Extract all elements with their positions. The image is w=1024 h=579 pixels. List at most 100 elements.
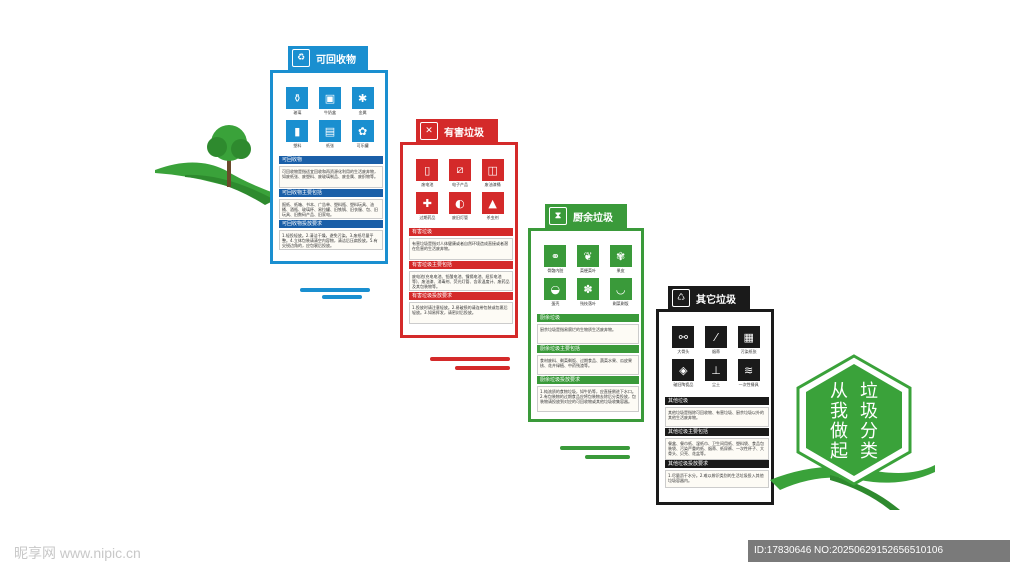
list-item: ▤纸张 bbox=[318, 120, 343, 149]
other-text-3: 1.尽量沥干水分。2.难以辨识类别的生活垃圾投入其他垃圾容器内。 bbox=[665, 470, 769, 488]
kitchen-section-1: 厨余垃圾 bbox=[537, 314, 639, 322]
list-item: ✿可乐罐 bbox=[350, 120, 375, 149]
watermark-left: 昵享网 www.nipic.cn bbox=[14, 545, 141, 561]
battery-icon: ▯ bbox=[416, 159, 439, 181]
medicine-icon: ✚ bbox=[416, 192, 439, 214]
slogan-char: 做 bbox=[830, 421, 848, 442]
decor-swirl bbox=[322, 295, 362, 299]
recyclable-section-3: 可回收物投放要求 bbox=[279, 220, 383, 228]
slogan-text: 从 垃 我 圾 做 分 起 类 bbox=[824, 382, 884, 462]
list-item: ◈破旧陶瓷品 bbox=[671, 359, 696, 388]
list-item: ⚱玻璃 bbox=[285, 87, 310, 116]
other-board: ⚯大骨头 ⁄烟蒂 ▦污染纸张 ◈破旧陶瓷品 ⊥尘土 ≋一次性餐具 其他垃圾 其他… bbox=[656, 309, 774, 505]
item-label: 可乐罐 bbox=[356, 143, 369, 148]
recyclable-section-2: 可回收物主要包括 bbox=[279, 189, 383, 197]
decor-swirl bbox=[560, 446, 630, 450]
list-item: ⁄烟蒂 bbox=[704, 326, 729, 355]
recyclable-text-3: 1.轻投轻放。2.清洁干燥，避免污染。3.废纸尽量平整。4.立体包装请清空内容物… bbox=[279, 230, 383, 250]
slogan-char: 圾 bbox=[860, 401, 878, 422]
list-item: ✚过期药品 bbox=[415, 192, 440, 221]
bone-icon: ⚯ bbox=[672, 326, 695, 348]
item-label: 电子产品 bbox=[451, 182, 468, 187]
hazardous-section-2: 有害垃圾主要包括 bbox=[409, 261, 513, 269]
item-label: 菜梗菜叶 bbox=[579, 268, 596, 273]
list-item: ▦污染纸张 bbox=[736, 326, 761, 355]
item-label: 尘土 bbox=[711, 382, 720, 387]
recyclable-section-1: 可回收物 bbox=[279, 156, 383, 164]
list-item: ⚭骨骼内脏 bbox=[543, 245, 568, 274]
slogan-char: 垃 bbox=[860, 381, 878, 402]
list-item: ⧄电子产品 bbox=[448, 159, 473, 188]
hazardous-section-1: 有害垃圾 bbox=[409, 228, 513, 236]
item-label: 废油漆桶 bbox=[484, 182, 501, 187]
item-label: 废旧灯管 bbox=[451, 215, 468, 220]
kitchen-tab[interactable]: ⧗ 厨余垃圾 bbox=[545, 204, 627, 228]
plastic-bottle-icon: ▮ bbox=[286, 120, 309, 142]
other-section-3: 其他垃圾投放要求 bbox=[665, 460, 769, 468]
tableware-icon: ≋ bbox=[737, 359, 760, 381]
list-item: ▣牛奶盒 bbox=[318, 87, 343, 116]
item-label: 纸张 bbox=[325, 143, 334, 148]
decor-swirl bbox=[430, 357, 510, 361]
other-title: 其它垃圾 bbox=[696, 294, 736, 306]
slogan-char: 类 bbox=[860, 441, 878, 462]
kitchen-text-2: 食材废料、剩菜剩饭、过期食品、蔬菜水果、瓜皮果核、花卉绿植、中药残渣等。 bbox=[537, 355, 639, 375]
electronics-icon: ⧄ bbox=[448, 159, 471, 181]
vegetable-icon: ❦ bbox=[576, 245, 599, 267]
recycle-icon: ♻ bbox=[292, 49, 310, 67]
hazardous-text-3: 1.投放时请注意轻放。2.易破损的请连带包装或包裹后轻放。3.如易挥发，请密封后… bbox=[409, 302, 513, 324]
hazard-icon: ✕ bbox=[420, 122, 438, 140]
hazardous-icon-grid: ▯废电池 ⧄电子产品 ◫废油漆桶 ✚过期药品 ◐废旧灯管 ▲杀虫剂 bbox=[415, 159, 505, 221]
kitchen-title: 厨余垃圾 bbox=[573, 212, 613, 224]
other-tab[interactable]: ♺ 其它垃圾 bbox=[668, 286, 750, 310]
list-item: ⊥尘土 bbox=[704, 359, 729, 388]
recyclable-text-2: 报纸、纸箱、书本、广告单、塑料瓶、塑料玩具、油桶、酒瓶、玻璃杯、易拉罐、旧铁锅、… bbox=[279, 199, 383, 219]
decor-swirl bbox=[585, 455, 630, 459]
slogan-char: 从 bbox=[830, 381, 848, 402]
hazardous-board: ▯废电池 ⧄电子产品 ◫废油漆桶 ✚过期药品 ◐废旧灯管 ▲杀虫剂 有害垃圾 有… bbox=[400, 142, 518, 338]
hourglass-icon: ⧗ bbox=[549, 207, 567, 225]
bone-icon: ⚭ bbox=[544, 245, 567, 267]
ceramic-icon: ◈ bbox=[672, 359, 695, 381]
decor-swirl bbox=[300, 288, 370, 292]
other-text-2: 餐盒、餐巾纸、湿纸巾、卫生间用纸、塑料袋、食品包装袋、污染严重的纸、烟蒂、纸尿裤… bbox=[665, 438, 769, 460]
item-label: 杀虫剂 bbox=[486, 215, 499, 220]
tissue-icon: ▦ bbox=[737, 326, 760, 348]
bowl-icon: ◡ bbox=[609, 278, 632, 300]
item-label: 玻璃 bbox=[293, 110, 302, 115]
kitchen-section-2: 厨余垃圾主要包括 bbox=[537, 345, 639, 353]
recyclable-text-1: 可回收物是指适宜回收和再资源化利用的生活废弃物，如废纸张、废塑料、废玻璃制品、废… bbox=[279, 166, 383, 188]
kitchen-section-3: 厨余垃圾投放要求 bbox=[537, 376, 639, 384]
list-item: ≋一次性餐具 bbox=[736, 359, 761, 388]
hazardous-tab[interactable]: ✕ 有害垃圾 bbox=[416, 119, 498, 143]
list-item: ◐废旧灯管 bbox=[448, 192, 473, 221]
recyclable-tab[interactable]: ♻ 可回收物 bbox=[288, 46, 368, 70]
plant-icon: ✽ bbox=[576, 278, 599, 300]
item-label: 污染纸张 bbox=[740, 349, 757, 354]
milk-carton-icon: ▣ bbox=[318, 87, 341, 109]
paper-icon: ▤ bbox=[318, 120, 341, 142]
slogan-char: 我 bbox=[830, 401, 848, 422]
trash-icon: ♺ bbox=[672, 289, 690, 307]
slogan-char: 分 bbox=[860, 421, 878, 442]
kitchen-text-3: 1.纯流质的食物垃圾，如牛奶等，应直接倒进下水口。2.有包装物的过期食品应将包装… bbox=[537, 386, 639, 412]
bottle-icon: ⚱ bbox=[286, 87, 309, 109]
list-item: ⚯大骨头 bbox=[671, 326, 696, 355]
recyclable-icon-grid: ⚱玻璃 ▣牛奶盒 ✱金属 ▮塑料 ▤纸张 ✿可乐罐 bbox=[285, 87, 375, 149]
tree-hill-illustration bbox=[155, 125, 280, 205]
eggshell-icon: ◒ bbox=[544, 278, 567, 300]
hazardous-text-2: 废电池(充电电池、铅酸电池、镍镉电池、纽扣电池等)、废油漆、消毒剂、荧光灯管、含… bbox=[409, 271, 513, 291]
item-label: 过期药品 bbox=[419, 215, 436, 220]
item-label: 牛奶盒 bbox=[323, 110, 336, 115]
hazardous-text-1: 有害垃圾是指对人体健康或者自然环境造成直接或者潜在危害的生活废弃物。 bbox=[409, 238, 513, 260]
kitchen-text-1: 厨余垃圾是指易腐烂的生物质生活废弃物。 bbox=[537, 324, 639, 344]
fruit-peel-icon: ✾ bbox=[609, 245, 632, 267]
other-section-1: 其他垃圾 bbox=[665, 397, 769, 405]
item-label: 烟蒂 bbox=[711, 349, 720, 354]
list-item: ▯废电池 bbox=[415, 159, 440, 188]
item-label: 骨骼内脏 bbox=[547, 268, 564, 273]
lamp-icon: ◐ bbox=[448, 192, 471, 214]
list-item: ✾果皮 bbox=[608, 245, 633, 274]
cigarette-icon: ⁄ bbox=[704, 326, 727, 348]
list-item: ◡剩菜剩饭 bbox=[608, 278, 633, 307]
